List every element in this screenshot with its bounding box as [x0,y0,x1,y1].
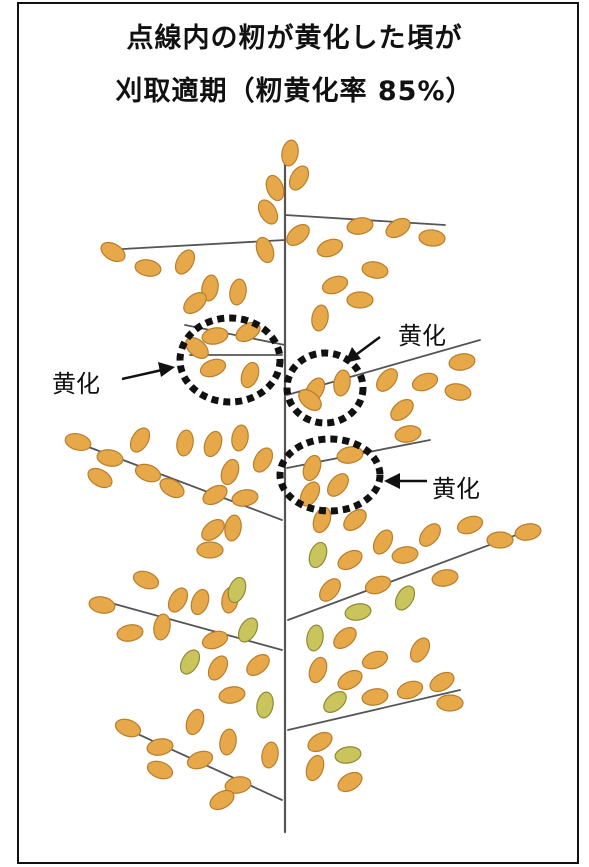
rice-grain [131,568,161,592]
rice-grain [88,595,116,615]
rice-grain [218,685,246,705]
rice-grain [320,273,350,297]
rice-grain [230,424,250,452]
rice-grain [410,370,440,394]
rice-grain [113,716,143,740]
rice-grain [198,516,228,545]
rice-grain [305,729,336,756]
dotted-circle-left [180,318,280,402]
rice-grain [286,163,313,194]
rice-grain [334,745,362,765]
rice-grain [361,687,389,707]
rice-grain [392,583,419,614]
rice-grain [183,707,207,737]
rice-grain [250,445,277,476]
rice-grain [145,758,175,782]
arrow-top [345,337,380,363]
rice-grain [437,695,463,711]
rice-grain [431,568,459,588]
rice-grain [330,624,360,653]
rice-grain [315,236,345,260]
rice-grain [332,369,352,397]
rice-grain [335,667,366,694]
rice-grain [407,635,434,666]
rice-grain [231,488,259,508]
rice-grain [347,292,373,308]
rice-grain [387,396,417,425]
rice-grain [200,628,230,652]
rice-grain [363,573,393,597]
rice-grain [335,547,366,574]
rice-grain [223,514,243,542]
rice-grain [280,139,300,167]
rice-grain [218,728,238,756]
rice-grain [324,470,353,500]
rice-grain [303,753,327,783]
rice-grain [263,173,287,203]
rice-grain [185,748,215,772]
rice-grain [255,197,282,228]
rice-grain [85,465,116,492]
rice-grain [197,542,223,558]
rice-grain [200,482,231,509]
rice-grain [134,258,162,278]
rice-grain [98,239,129,266]
rice-grain [198,356,228,380]
label-yellowing-right: 黄化 [432,469,480,504]
rice-grain [238,360,262,390]
rice-grain [228,278,248,306]
arrow-right [384,473,427,489]
rice-grain [360,648,390,672]
rice-grain [255,691,275,719]
label-yellowing-left: 黄化 [52,364,100,399]
rice-grain [218,457,242,487]
rice-grain [205,653,232,684]
rice-grain [300,453,324,483]
dotted-circle-upper-right [287,353,363,423]
rice-grain [175,429,195,457]
rice-grain [63,431,92,453]
rice-grain [320,688,350,717]
rice-grain [127,425,154,456]
rice-grain [260,741,280,769]
rice-grain [305,624,325,652]
rice-grain [152,613,172,641]
rice-grain [391,545,419,565]
rice-grain [514,522,542,542]
rice-grain [116,623,144,643]
rice-grain [336,445,364,465]
rice-grain [344,602,372,622]
dotted-circle-lower-right [280,439,380,511]
rice-grain [253,235,277,265]
rice-grain [361,260,389,280]
rice-grain [165,585,192,616]
rice-grain [394,424,422,444]
rice-grain [448,352,476,372]
rice-grain [283,221,313,250]
rice-grain [243,651,273,680]
rice-grain [306,540,330,570]
arrow-left [122,362,175,379]
rice-grain [172,247,199,278]
rice-grain [416,520,445,550]
label-arrows [122,337,427,489]
rice-grain [455,513,485,537]
rice-grain [444,382,472,402]
rice-grain [383,215,414,242]
rice-grain [418,229,445,247]
label-yellowing-top: 黄化 [398,316,446,351]
rice-grain [177,647,204,678]
yellowing-dotted-circles [180,318,380,511]
rice-grain [201,429,225,459]
rice-grain [306,655,330,685]
rice-grain [310,304,330,332]
rice-grain [188,587,212,617]
rice-grain [335,769,366,796]
rice-grain [235,615,262,646]
rice-grain [487,532,513,548]
rice-grain [370,527,397,558]
